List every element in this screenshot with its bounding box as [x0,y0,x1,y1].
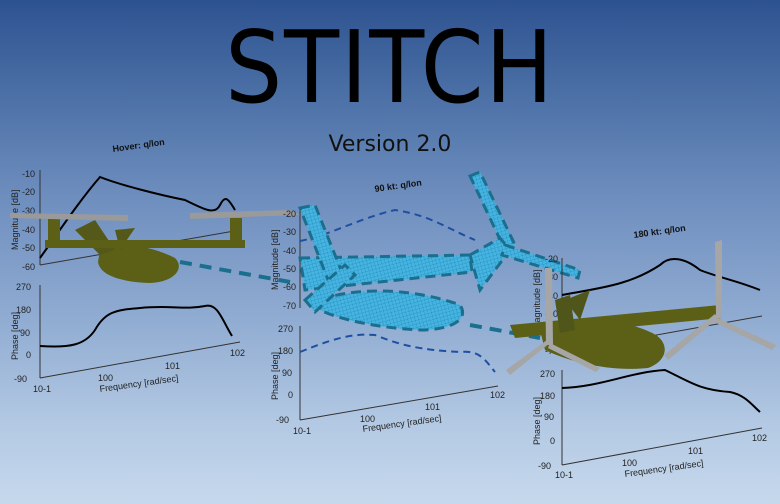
svg-text:-50: -50 [283,264,296,274]
freq-ticks: 10-1 100 101 102 [293,390,505,436]
svg-text:-60: -60 [22,262,35,272]
phase-ticks: 270 180 90 0 -90 [538,369,555,471]
version-label: Version 2.0 [328,132,452,157]
svg-text:180: 180 [540,391,555,401]
svg-text:-50: -50 [22,243,35,253]
svg-text:270: 270 [278,324,293,334]
svg-text:-10: -10 [22,169,35,179]
svg-text:-40: -40 [283,246,296,256]
svg-text:270: 270 [540,369,555,379]
link-line [469,323,541,340]
phase-ticks: 270 180 90 0 -90 [276,324,293,425]
svg-text:-60: -60 [283,282,296,292]
svg-text:-90: -90 [538,461,551,471]
hover-aircraft [10,210,300,283]
svg-text:-20: -20 [283,209,296,219]
svg-text:10-1: 10-1 [293,426,311,436]
magnitude-label: Magnitude [dB] [10,189,20,250]
plot-title: 90 kt: q/lon [374,177,422,194]
phase-label: Phase [deg] [270,352,280,400]
svg-text:100: 100 [622,458,637,468]
svg-text:100: 100 [360,414,375,424]
app-title: STITCH [225,9,555,126]
svg-text:-30: -30 [283,227,296,237]
svg-text:90: 90 [20,328,30,338]
svg-text:90: 90 [544,412,554,422]
magnitude-label: Magnitude [dB] [532,269,542,330]
svg-text:-40: -40 [22,225,35,235]
magnitude-ticks: -10 -20 -30 -40 -50 -60 [22,169,35,272]
phase-ticks: 270 180 90 0 -90 [14,282,31,384]
svg-text:180: 180 [278,346,293,356]
plot-title: 180 kt: q/lon [633,223,686,240]
svg-text:90: 90 [282,368,292,378]
magnitude-label: Magnitude [dB] [270,229,280,290]
phase-label: Phase [deg] [10,312,20,360]
svg-text:-20: -20 [545,254,558,264]
svg-text:102: 102 [752,433,767,443]
plot-hover: Hover: q/lon -10 -20 -30 -40 -50 -60 Mag… [10,137,300,394]
mesh-aircraft [297,170,582,332]
svg-text:270: 270 [16,282,31,292]
plot-90kt: 90 kt: q/lon -20 -30 -40 -50 -60 -70 Mag… [270,170,582,436]
svg-text:10-1: 10-1 [33,384,51,394]
svg-text:180: 180 [16,305,31,315]
svg-text:-30: -30 [22,206,35,216]
svg-text:0: 0 [550,436,555,446]
svg-text:102: 102 [230,348,245,358]
svg-text:10-1: 10-1 [555,470,573,480]
svg-text:101: 101 [425,402,440,412]
svg-text:102: 102 [490,390,505,400]
svg-text:-90: -90 [276,415,289,425]
magnitude-ticks: -20 -30 -40 -50 -60 -70 [283,209,296,311]
svg-text:101: 101 [688,446,703,456]
airplane-aircraft [506,240,776,375]
freq-ticks: 10-1 100 101 102 [555,433,767,480]
svg-text:0: 0 [288,390,293,400]
freq-ticks: 10-1 100 101 102 [33,348,245,394]
svg-text:0: 0 [26,350,31,360]
svg-text:-20: -20 [22,187,35,197]
svg-text:-70: -70 [283,301,296,311]
svg-text:-90: -90 [14,374,27,384]
plot-title: Hover: q/lon [112,137,165,154]
svg-text:101: 101 [165,361,180,371]
phase-label: Phase [deg] [532,397,542,445]
plot-180kt: 180 kt: q/lon -20 -30 -40 -50 -60 -70 Ma… [506,223,776,480]
svg-text:100: 100 [98,373,113,383]
